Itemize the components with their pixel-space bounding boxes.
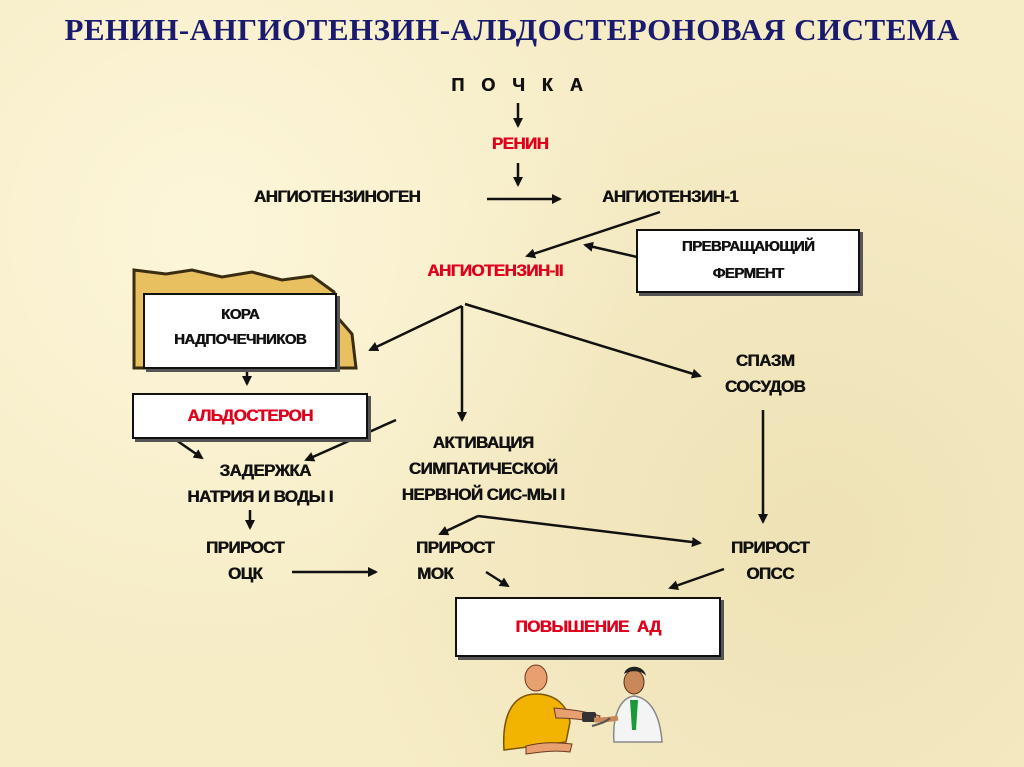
adrenal-line2: НАДПОЧЕЧНИКОВ	[174, 331, 307, 348]
enzyme-line1: ПРЕВРАЩАЮЩИЙ	[681, 238, 815, 255]
aldosterone-label: АЛЬДОСТЕРОН	[187, 406, 313, 425]
arrow-a2-spasm	[464, 302, 702, 379]
arrow-enzyme	[583, 241, 638, 259]
arrow-activation-mov	[438, 514, 479, 536]
kidney-label: П О Ч К А	[451, 75, 589, 95]
retention-line2: НАТРИЯ И ВОДЫ I	[187, 487, 333, 506]
activation-line3: НЕРВНОЙ СИС-МЫ I	[401, 485, 565, 504]
bp-increase-label: ПОВЫШЕНИЕ АД	[515, 617, 661, 636]
mov-line1: ПРИРОСТ	[415, 538, 495, 557]
tpr-line1: ПРИРОСТ	[730, 538, 810, 557]
enzyme-line2: ФЕРМЕНТ	[712, 265, 785, 282]
vascular-spasm-line2: СОСУДОВ	[724, 377, 806, 396]
arrow-angiotensin1-angiotensin2	[525, 210, 661, 259]
arrow-a2-adrenal	[368, 304, 463, 352]
arrow-aldosterone-retention	[175, 438, 204, 460]
bcv-line2: ОЦК	[227, 564, 263, 583]
aldosterone-box: АЛЬДОСТЕРОН	[132, 393, 368, 439]
page-title: РЕНИН-АНГИОТЕНЗИН-АЛЬДОСТЕРОНОВАЯ СИСТЕМ…	[64, 12, 960, 47]
angiotensinogen-label: АНГИОТЕНЗИНОГЕН	[253, 187, 421, 206]
bp-increase-box: ПОВЫШЕНИЕ АД	[455, 597, 721, 657]
arrow-activation-tpr	[477, 514, 702, 547]
activation-line2: СИМПАТИЧЕСКОЙ	[408, 459, 558, 478]
activation-line1: АКТИВАЦИЯ	[432, 433, 534, 452]
angiotensin1-label: АНГИОТЕНЗИН-1	[601, 187, 739, 206]
arrow-tpr-bp	[668, 567, 725, 591]
angiotensin2-label: АНГИОТЕНЗИН-II	[427, 261, 563, 280]
tpr-line2: ОПСС	[746, 564, 794, 583]
converting-enzyme-box: ПРЕВРАЩАЮЩИЙ ФЕРМЕНТ	[636, 229, 860, 293]
adrenal-cortex-box: КОРА НАДПОЧЕЧНИКОВ	[143, 293, 337, 369]
doctor-patient-illustration	[502, 664, 663, 755]
adrenal-line1: КОРА	[221, 306, 260, 323]
renin-label: РЕНИН	[491, 134, 549, 153]
retention-line1: ЗАДЕРЖКА	[219, 461, 311, 480]
mov-line2: МОК	[417, 564, 454, 583]
bcv-line1: ПРИРОСТ	[205, 538, 285, 557]
vascular-spasm-line1: СПАЗМ	[735, 351, 795, 370]
arrow-mov-bp	[485, 570, 510, 588]
arrow-a2-retention	[304, 418, 397, 462]
